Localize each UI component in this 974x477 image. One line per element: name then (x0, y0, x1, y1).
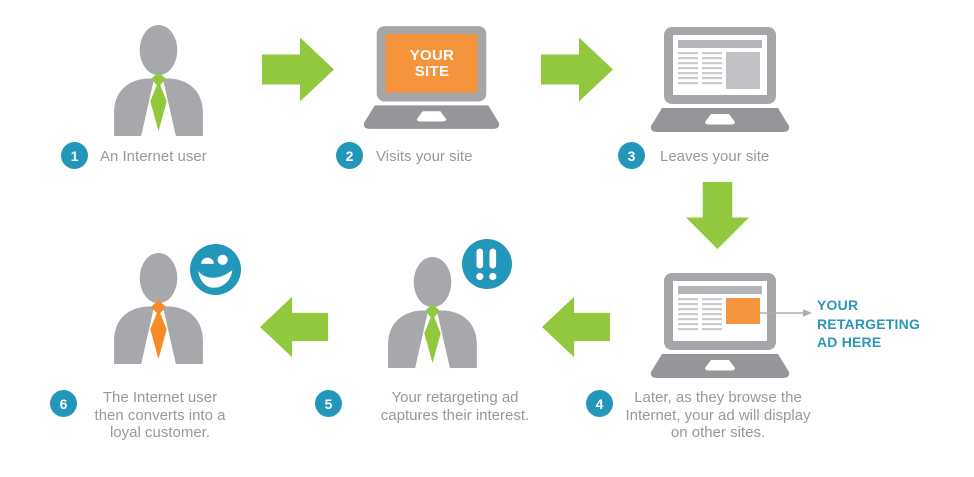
step4-number-badge: 4 (586, 390, 613, 417)
step3-caption: Leaves your site (660, 148, 770, 165)
ad-pointer-arrow-icon (760, 309, 812, 317)
arrow-down-icon (686, 182, 749, 249)
arrow-right-icon (262, 37, 334, 102)
retargeting-ad-block (726, 298, 760, 324)
step6-caption: The Internet user then converts into a l… (94, 389, 226, 441)
businessman-orange-tie-icon (114, 252, 203, 364)
step2-number-badge: 2 (336, 142, 363, 169)
laptop-your-site-icon (363, 26, 500, 129)
step4-caption: Later, as they browse the Internet, your… (625, 389, 811, 441)
businessman-green-tie-icon (114, 24, 203, 136)
step3-number-badge: 3 (618, 142, 645, 169)
laptop-webpage-icon (650, 27, 790, 132)
step5-number-badge: 5 (315, 390, 342, 417)
your-site-screen (385, 33, 478, 93)
webpage-content-block (726, 52, 760, 89)
step6-number-badge: 6 (50, 390, 77, 417)
step2-caption: Visits your site (376, 148, 473, 165)
arrow-left-icon (260, 296, 328, 358)
step1-caption: An Internet user (100, 148, 207, 165)
step1-number-badge: 1 (61, 142, 88, 169)
arrow-right-icon (541, 37, 613, 102)
smiley-face-icon (190, 244, 241, 295)
your-site-screen-text: YOUR SITE (409, 46, 455, 80)
businessman-green-tie-icon (388, 256, 477, 368)
arrow-left-icon (542, 296, 610, 358)
step5-caption: Your retargeting ad captures their inter… (380, 389, 530, 424)
laptop-webpage-ad-icon (650, 273, 790, 378)
exclamation-badge-icon (462, 239, 512, 289)
retargeting-ad-callout: YOUR RETARGETING AD HERE (817, 297, 921, 350)
